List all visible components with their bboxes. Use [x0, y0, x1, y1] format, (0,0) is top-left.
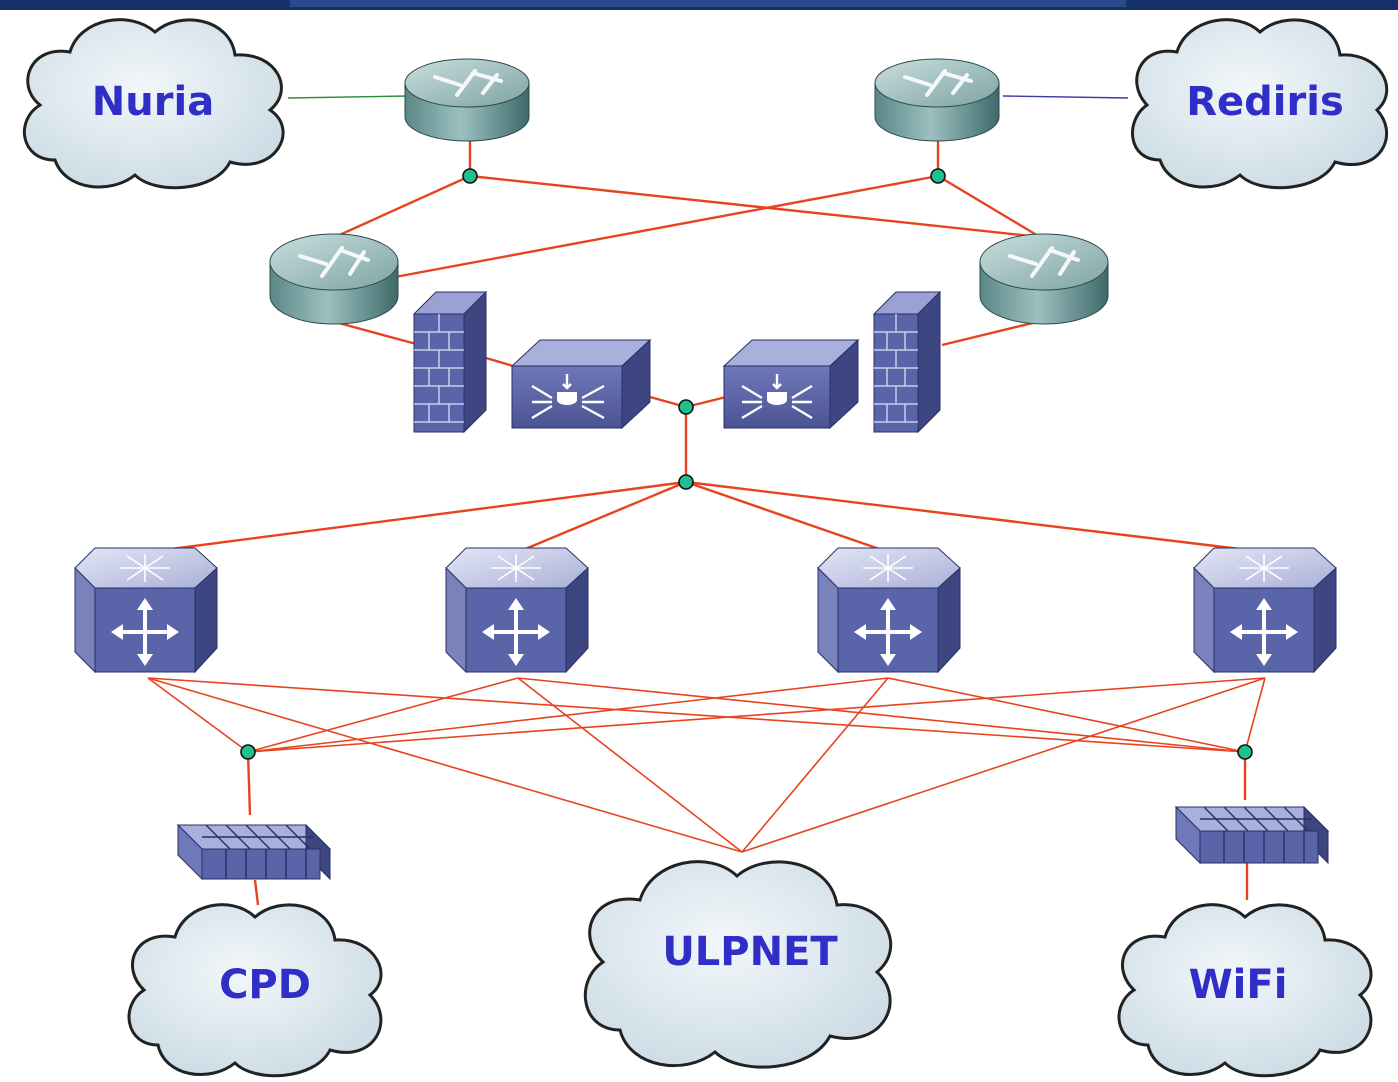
link	[247, 677, 1266, 753]
junction-dot	[678, 399, 694, 415]
firewall-left	[412, 290, 488, 434]
multilayer-switch-icon	[817, 547, 961, 674]
title-bar-accent	[290, 0, 1126, 7]
multilayer-switch-icon	[1193, 547, 1337, 674]
cloud-label-wifi: WiFi	[1189, 962, 1288, 1008]
link	[941, 318, 1046, 347]
link	[147, 677, 249, 753]
link	[247, 677, 519, 753]
cloud-icon	[583, 860, 893, 1069]
distribution-switch-3	[817, 547, 961, 674]
link-rediris-router	[1002, 95, 1129, 99]
cloud-cpd: CPD	[127, 903, 383, 1078]
junction-dot	[678, 474, 694, 490]
load-balancer-left	[510, 338, 652, 430]
multilayer-switch-icon	[445, 547, 589, 674]
link	[334, 320, 421, 347]
access-switch-cpd	[176, 823, 332, 881]
link	[334, 174, 471, 239]
junction-dot	[462, 168, 478, 184]
link	[1244, 677, 1266, 753]
firewall-right	[872, 290, 942, 434]
cloud-icon	[1131, 18, 1389, 190]
cloud-ulpnet: ULPNET	[583, 860, 893, 1069]
cloud-nuria: Nuria	[23, 18, 285, 190]
router-icon	[979, 233, 1109, 325]
cloud-icon	[23, 18, 285, 190]
link	[517, 677, 743, 853]
cloud-label-rediris: Rediris	[1186, 79, 1344, 125]
link	[685, 480, 1266, 554]
router-edge-nuria	[404, 58, 530, 142]
cloud-label-ulpnet: ULPNET	[662, 929, 838, 975]
junction-dot	[240, 744, 256, 760]
link	[741, 677, 1266, 853]
cloud-wifi: WiFi	[1117, 903, 1373, 1078]
link	[741, 677, 889, 853]
cloud-icon	[1117, 903, 1373, 1078]
junction-dot	[1237, 744, 1253, 760]
distribution-switch-4	[1193, 547, 1337, 674]
cloud-rediris: Rediris	[1131, 18, 1389, 190]
load-balancer-icon	[722, 338, 860, 430]
router-icon	[404, 58, 530, 142]
load-balancer-right	[722, 338, 860, 430]
cloud-icon	[127, 903, 383, 1078]
access-switch-wifi	[1174, 805, 1330, 865]
link	[147, 677, 743, 853]
link	[246, 751, 252, 816]
router-edge-rediris	[874, 58, 1000, 142]
junction-dot	[930, 168, 946, 184]
firewall-icon	[412, 290, 488, 434]
link	[247, 677, 889, 753]
link	[517, 677, 1246, 753]
link-nuria-router	[287, 95, 409, 99]
link	[887, 677, 1246, 753]
link	[394, 174, 939, 279]
multilayer-switch-icon	[74, 547, 218, 674]
distribution-switch-2	[445, 547, 589, 674]
access-switch-icon	[176, 823, 332, 881]
link	[937, 174, 1041, 239]
load-balancer-icon	[510, 338, 652, 430]
link	[685, 480, 889, 554]
links	[147, 95, 1266, 906]
access-switch-icon	[1174, 805, 1330, 865]
router-icon	[269, 233, 399, 325]
link	[469, 174, 1041, 239]
link	[147, 677, 1246, 753]
router-core-right	[979, 233, 1109, 325]
distribution-switch-1	[74, 547, 218, 674]
junction-points	[240, 168, 1253, 760]
firewall-icon	[872, 290, 942, 434]
cloud-label-cpd: CPD	[219, 962, 311, 1008]
cloud-label-nuria: Nuria	[92, 79, 214, 125]
link	[147, 480, 687, 554]
link	[517, 480, 687, 554]
link	[253, 879, 260, 906]
router-icon	[874, 58, 1000, 142]
router-core-left	[269, 233, 399, 325]
